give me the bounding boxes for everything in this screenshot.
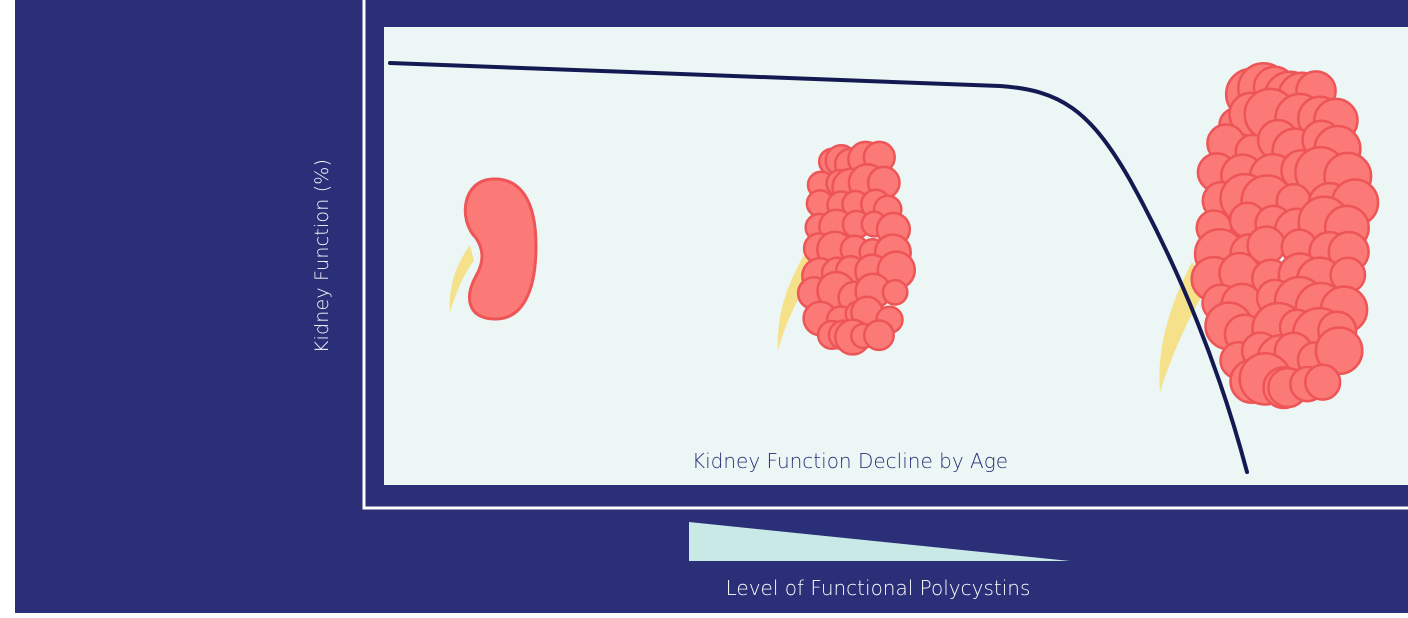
cyst	[883, 280, 907, 304]
cyst	[864, 321, 893, 350]
y-axis-label: Kidney Function (%)	[311, 159, 333, 353]
diagram-caption: Kidney Function Decline by Age	[692, 449, 1008, 473]
cyst	[1305, 365, 1340, 400]
x-axis-label: Level of Functional Polycystins	[726, 576, 1031, 600]
kidney-moderate-cysts	[798, 142, 915, 355]
